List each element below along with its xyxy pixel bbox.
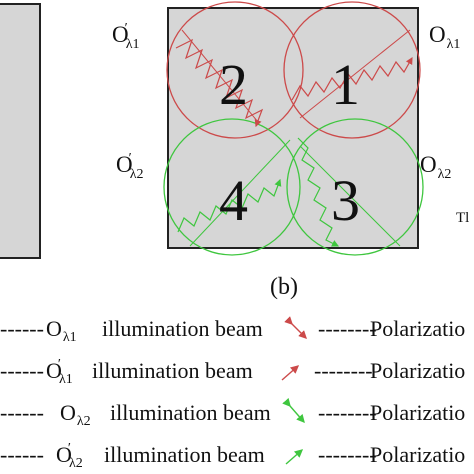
legend-text: illumination beam <box>102 316 263 341</box>
legend-symbol: O′λ1 <box>46 357 73 387</box>
legend-dash: -------- <box>318 442 377 467</box>
legend-symbol: Oλ2 <box>60 400 91 429</box>
legend-right-text: Polarizatio <box>370 400 465 425</box>
label-o-lambda2: Oλ2 <box>420 152 451 182</box>
legend-leader-dash: ------ <box>0 400 44 425</box>
legend-row: ------ Oλ1 illumination beam -------- Po… <box>0 316 465 345</box>
legend-symbol: O′λ2 <box>56 441 83 471</box>
legend-row: ------ O′λ1 illumination beam -------- P… <box>0 357 465 387</box>
polarization-zigzag-2 <box>175 38 264 128</box>
label-o-lambda1: Oλ1 <box>429 22 460 52</box>
polarization-zigzag-1 <box>291 56 413 101</box>
legend-text: illumination beam <box>110 400 271 425</box>
beam-circle-3 <box>286 118 424 256</box>
legend-right-text: Polarizatio <box>370 358 465 383</box>
ray-4 <box>189 139 291 247</box>
legend-leader-dash: ------ <box>0 358 44 383</box>
quadrant-number-4: 4 <box>219 168 248 233</box>
legend-text: illumination beam <box>92 358 253 383</box>
ray-3 <box>299 145 401 247</box>
legend-symbol: Oλ1 <box>46 316 77 345</box>
ray-1 <box>299 29 411 119</box>
left-panel <box>0 3 41 259</box>
legend-dash: -------- <box>318 400 377 425</box>
legend-row: ------ O′λ2 illumination beam -------- P… <box>0 441 465 471</box>
legend-leader-dash: ------ <box>0 442 44 467</box>
green-double-arrow-icon <box>282 397 305 424</box>
legend-leader-dash: ------ <box>0 316 44 341</box>
sample-panel <box>167 7 419 249</box>
green-single-arrow-icon <box>285 449 304 465</box>
beam-circle-4 <box>163 118 301 256</box>
legend-dash: -------- <box>314 358 373 383</box>
quadrant-number-1: 1 <box>331 52 360 117</box>
panel-caption: (b) <box>270 274 298 300</box>
legend: ------ Oλ1 illumination beam -------- Po… <box>0 316 465 471</box>
label-o-lambda1-prime: O′λ1 <box>112 21 139 52</box>
label-o-lambda2-prime: O′λ2 <box>116 151 143 182</box>
quadrant-number-3: 3 <box>331 168 360 233</box>
beam-circle-1 <box>283 1 421 139</box>
ray-2 <box>181 29 259 123</box>
quadrant-number-2: 2 <box>219 52 248 117</box>
red-double-arrow-icon <box>284 316 307 339</box>
legend-dash: -------- <box>318 316 377 341</box>
beam-circle-2 <box>166 1 304 139</box>
legend-text: illumination beam <box>104 442 265 467</box>
polarization-zigzag-4 <box>177 178 282 233</box>
legend-right-text: Polarizatio <box>370 442 465 467</box>
legend-right-text: Polarizatio <box>370 316 465 341</box>
legend-row: ------ Oλ2 illumination beam -------- Po… <box>0 397 465 429</box>
polarization-zigzag-3 <box>297 137 340 247</box>
red-single-arrow-icon <box>281 365 300 381</box>
right-edge-text: Tl <box>456 210 469 226</box>
